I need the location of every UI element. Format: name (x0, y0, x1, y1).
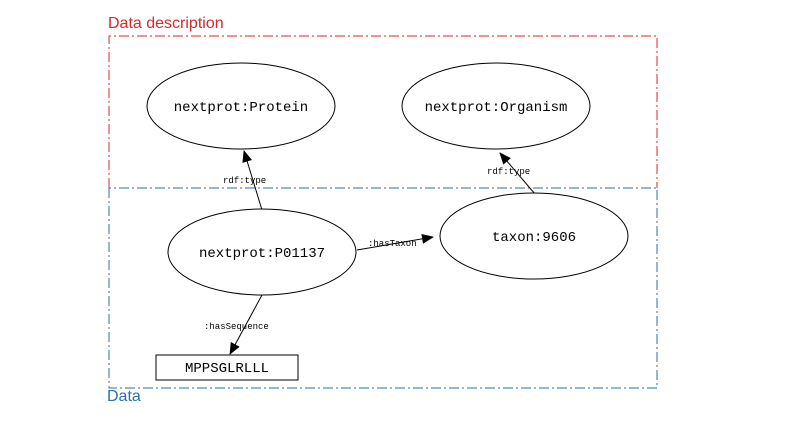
edge-has-sequence: :hasSequence (204, 294, 269, 355)
node-protein-class-ellipse (146, 62, 336, 150)
edge-taxon-type-line (499, 152, 536, 195)
node-organism-class: nextprot:Organism (401, 62, 591, 150)
node-sequence-literal: MPPSGLRLLL (155, 354, 299, 381)
data-description-title: Data description (108, 15, 224, 32)
node-sequence-literal-label: MPPSGLRLLL (185, 361, 269, 377)
node-taxon-entry-ellipse (439, 192, 629, 280)
data-box-border (108, 187, 658, 389)
node-organism-class-ellipse (401, 62, 591, 150)
node-taxon-entry-label: taxon:9606 (492, 230, 576, 246)
node-protein-class: nextprot:Protein (146, 62, 336, 150)
data-description-box-border (108, 35, 658, 188)
edge-protein-type-label: rdf:type (223, 176, 266, 186)
edge-has-sequence-line (229, 294, 263, 355)
edge-protein-type-line (242, 150, 263, 211)
edge-has-taxon: :hasTaxon (356, 233, 434, 251)
node-sequence-literal-box (155, 354, 299, 381)
node-protein-class-label: nextprot:Protein (174, 100, 308, 116)
edge-protein-type: rdf:type (223, 150, 266, 211)
edge-taxon-type-label: rdf:type (487, 167, 530, 177)
node-taxon-entry: taxon:9606 (439, 192, 629, 280)
edge-has-taxon-line (356, 233, 434, 251)
edge-taxon-type: rdf:type (487, 152, 536, 195)
edge-has-sequence-label: :hasSequence (204, 322, 269, 332)
node-organism-class-label: nextprot:Organism (425, 100, 568, 116)
node-protein-entry: nextprot:P01137 (167, 208, 357, 296)
node-protein-entry-label: nextprot:P01137 (199, 246, 325, 262)
edge-has-taxon-label: :hasTaxon (368, 239, 417, 249)
data-title: Data (107, 388, 141, 405)
node-protein-entry-ellipse (167, 208, 357, 296)
